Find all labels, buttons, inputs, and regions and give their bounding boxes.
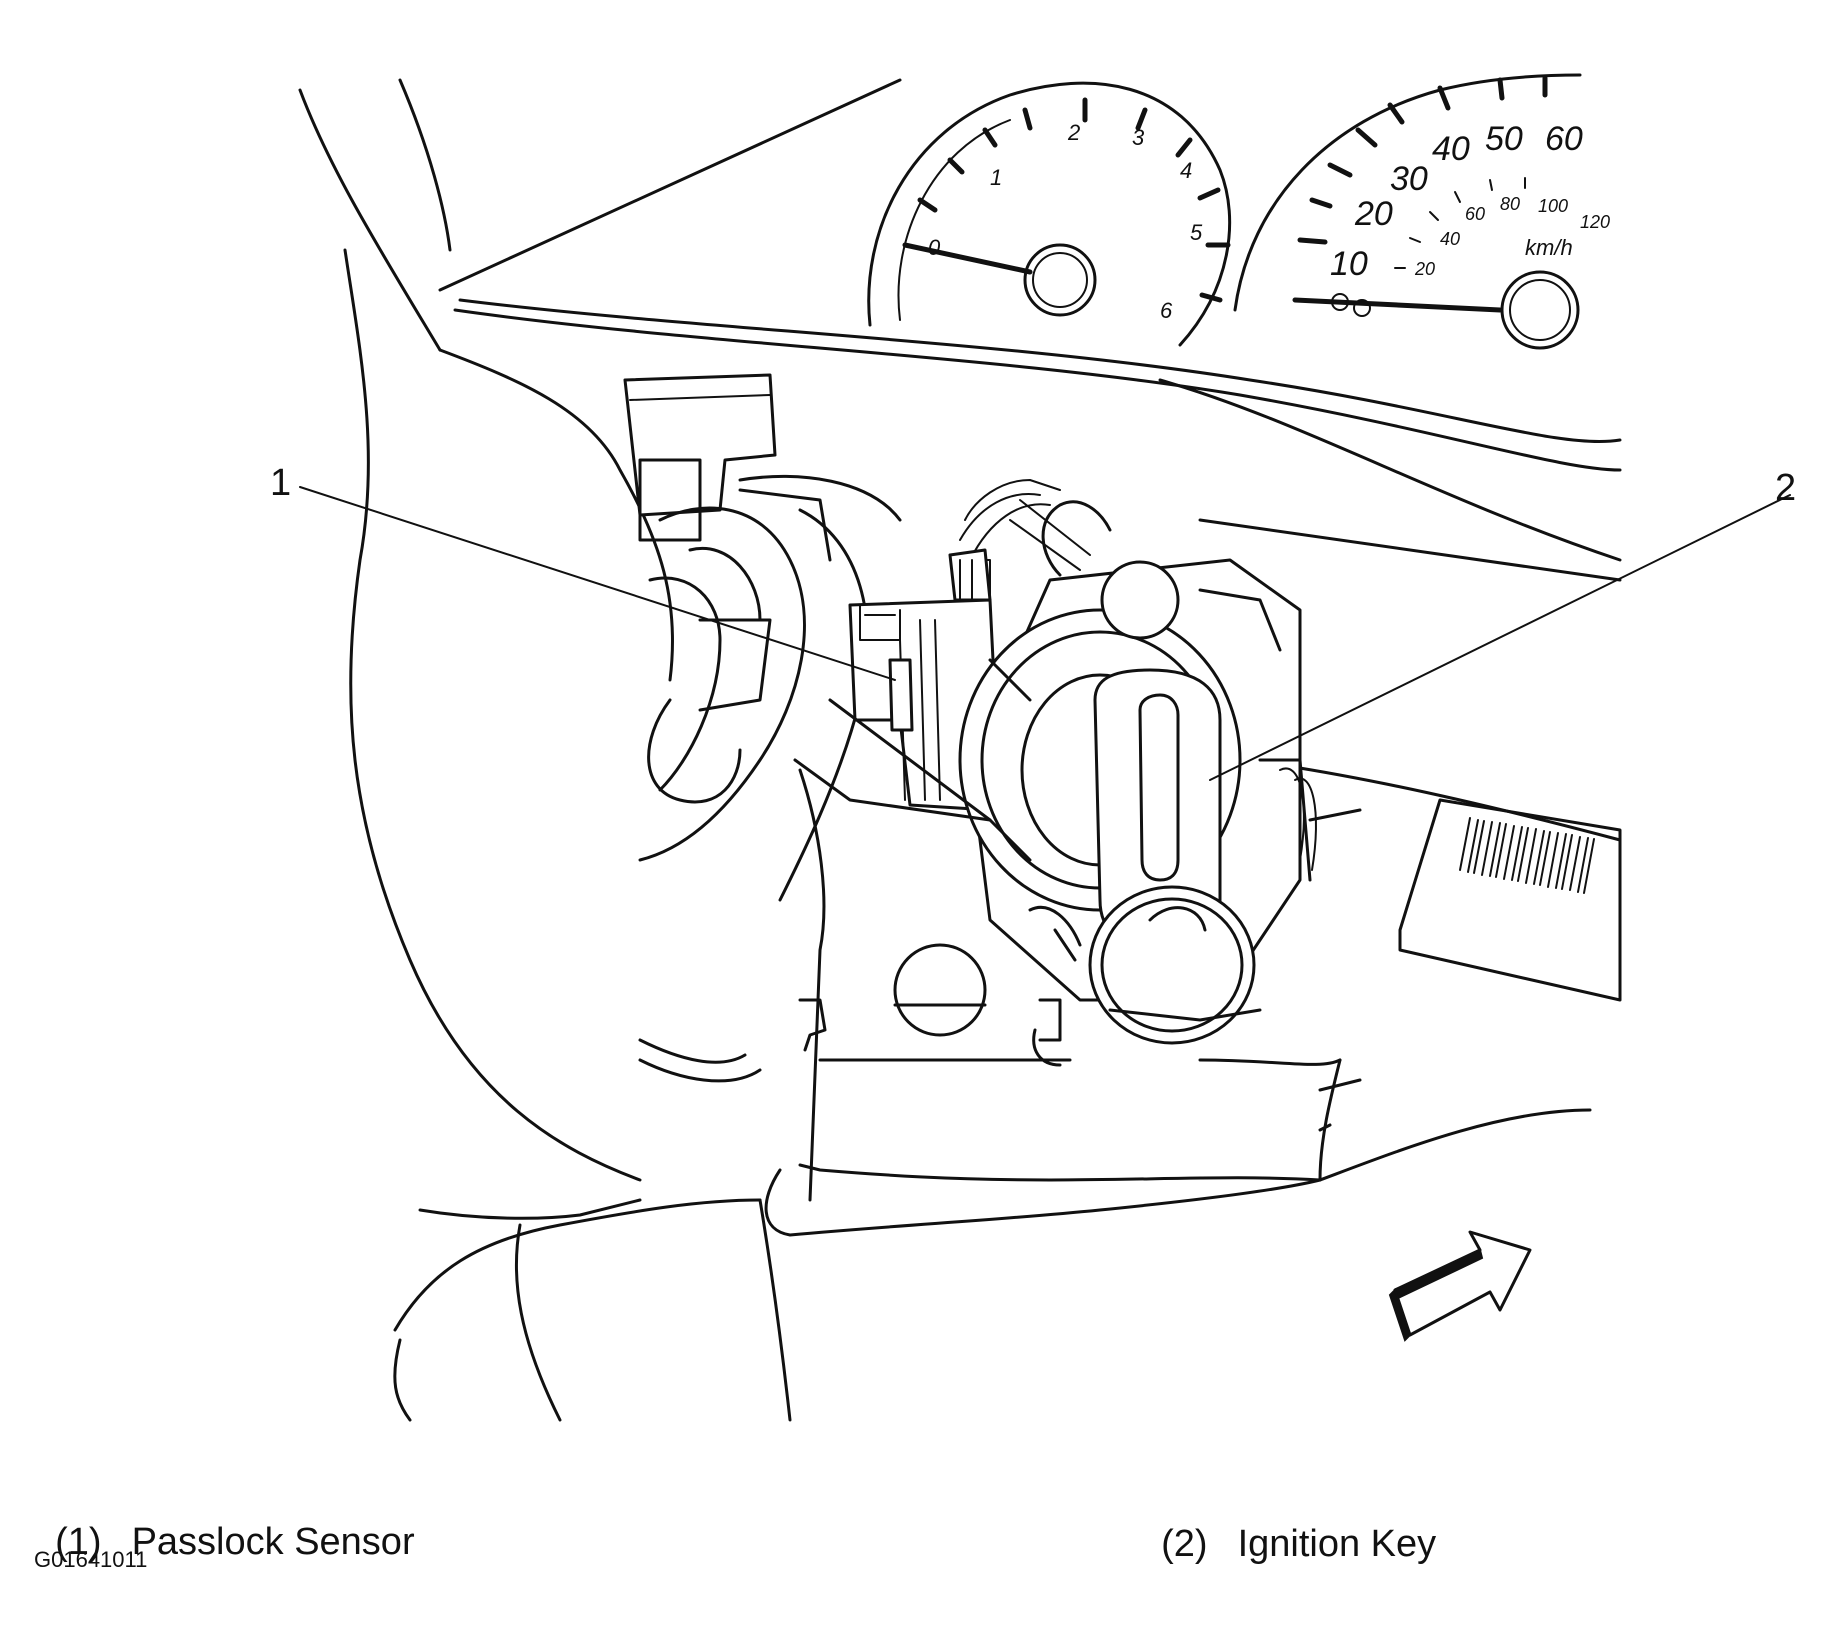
kmh-label-100: 100 xyxy=(1538,196,1568,216)
callout-number-1: 1 xyxy=(270,462,291,504)
ignition-key xyxy=(1088,668,1262,1045)
legend-label: Passlock Sensor xyxy=(131,1521,415,1563)
barcode-bars xyxy=(1459,817,1595,894)
kmh-label-80: 80 xyxy=(1500,194,1520,214)
legend-item-passlock-sensor: (1) Passlock Sensor xyxy=(34,1478,415,1564)
tach-tick-marks xyxy=(917,97,1231,303)
steering-column xyxy=(623,373,902,1083)
speed-tick-marks xyxy=(1297,75,1548,269)
leader-line-1 xyxy=(299,486,896,681)
callout-leaders xyxy=(299,486,1791,781)
leader-line-2 xyxy=(1209,494,1791,781)
speed-unit-label: km/h xyxy=(1525,235,1573,260)
lower-dash xyxy=(393,698,1592,1422)
tach-label-3: 3 xyxy=(1132,125,1145,150)
legend-label: Ignition Key xyxy=(1237,1523,1437,1565)
callout-number-2: 2 xyxy=(1775,467,1796,509)
kmh-label-20: 20 xyxy=(1414,259,1435,279)
mph-label-30: 30 xyxy=(1390,160,1428,198)
tachometer: 0 1 2 3 4 5 6 xyxy=(867,81,1232,347)
mph-label-10: 10 xyxy=(1330,245,1368,283)
tach-label-4: 4 xyxy=(1180,158,1192,183)
dashboard-outline xyxy=(298,78,1622,1182)
tach-label-1: 1 xyxy=(990,165,1002,190)
tach-label-6: 6 xyxy=(1160,298,1173,323)
mph-label-50: 50 xyxy=(1485,120,1523,158)
legend-number: (1) xyxy=(55,1521,102,1563)
vin-barcode-label xyxy=(1398,798,1622,1002)
figure-id: G01641011 xyxy=(34,1547,148,1572)
kmh-label-120: 120 xyxy=(1580,212,1610,232)
legend-item-ignition-key: (2) Ignition Key xyxy=(1140,1480,1436,1566)
tach-label-5: 5 xyxy=(1190,220,1203,245)
tach-label-2: 2 xyxy=(1067,120,1080,145)
speedometer: 10 20 30 40 50 60 20 40 60 80 100 120 km… xyxy=(1233,73,1610,350)
mph-label-40: 40 xyxy=(1432,130,1470,168)
legend-number: (2) xyxy=(1161,1523,1208,1565)
forward-direction-arrow-icon xyxy=(1388,1230,1532,1342)
mph-label-20: 20 xyxy=(1354,195,1393,233)
kmh-label-60: 60 xyxy=(1465,204,1485,224)
kmh-label-40: 40 xyxy=(1440,229,1460,249)
tach-label-0: 0 xyxy=(928,235,941,260)
mph-label-60: 60 xyxy=(1545,120,1583,158)
